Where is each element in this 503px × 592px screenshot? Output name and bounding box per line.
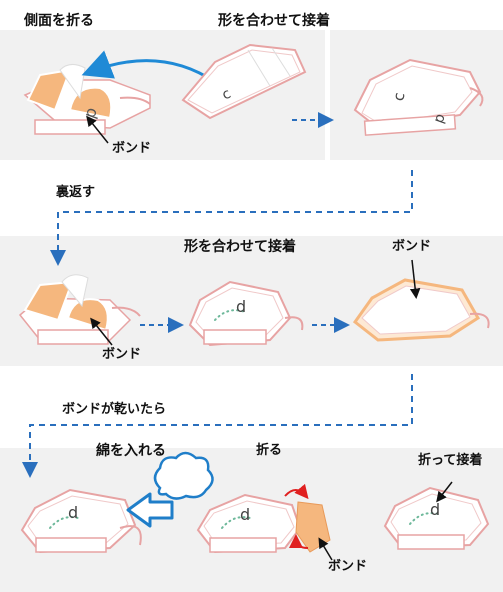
- curved-arrow-fold: [81, 50, 216, 84]
- piece-letter-d2: d: [68, 503, 78, 522]
- bond-arrow-r1: [86, 115, 109, 144]
- piece-letter-d4: d: [430, 500, 440, 519]
- piece-letter-d1: d: [236, 297, 246, 316]
- dashed-connector-1: [50, 170, 413, 266]
- piece-turned-over: [18, 274, 141, 345]
- label-fold-sides: 側面を折る: [24, 13, 94, 29]
- label-after-bond-dries: ボンドが乾いたら: [62, 402, 167, 417]
- label-align-glue-top: 形を合わせて接着: [218, 13, 330, 29]
- dashed-connector-2: [22, 374, 413, 478]
- piece-d-mid: d: [188, 280, 304, 347]
- piece-d-folding: d: [196, 483, 331, 554]
- bond-arrow-r2-left: [90, 317, 113, 346]
- piece-letter-d3: d: [240, 505, 250, 524]
- piece-d-bond: [352, 278, 490, 342]
- fold-glue-arrow: [436, 481, 453, 503]
- cotton-cloud-icon: [153, 451, 214, 500]
- piece-d-finished: d: [383, 486, 490, 550]
- piece-d-cotton: d: [20, 488, 142, 554]
- bond-arrow-r2-right: [409, 259, 421, 299]
- bond-arrow-r3: [318, 537, 333, 561]
- piece-c-glued: c p: [353, 58, 484, 136]
- label-bond-row2-right: ボンド: [392, 239, 432, 254]
- label-fold-and-glue: 折って接着: [418, 453, 483, 468]
- piece-c-open: c: [181, 43, 307, 120]
- label-turn-over: 裏返す: [56, 185, 96, 200]
- insert-arrow: [126, 492, 174, 528]
- label-bond-row2-left: ボンド: [102, 347, 142, 362]
- label-align-glue-mid: 形を合わせて接着: [184, 239, 296, 255]
- label-bond-row3: ボンド: [328, 559, 368, 574]
- piece-letter-c2: c: [389, 91, 408, 102]
- label-fold: 折る: [256, 443, 283, 458]
- piece-folding-sides: p: [23, 64, 151, 135]
- label-bond-row1: ボンド: [112, 141, 152, 156]
- label-insert-cotton: 綿を入れる: [96, 443, 166, 459]
